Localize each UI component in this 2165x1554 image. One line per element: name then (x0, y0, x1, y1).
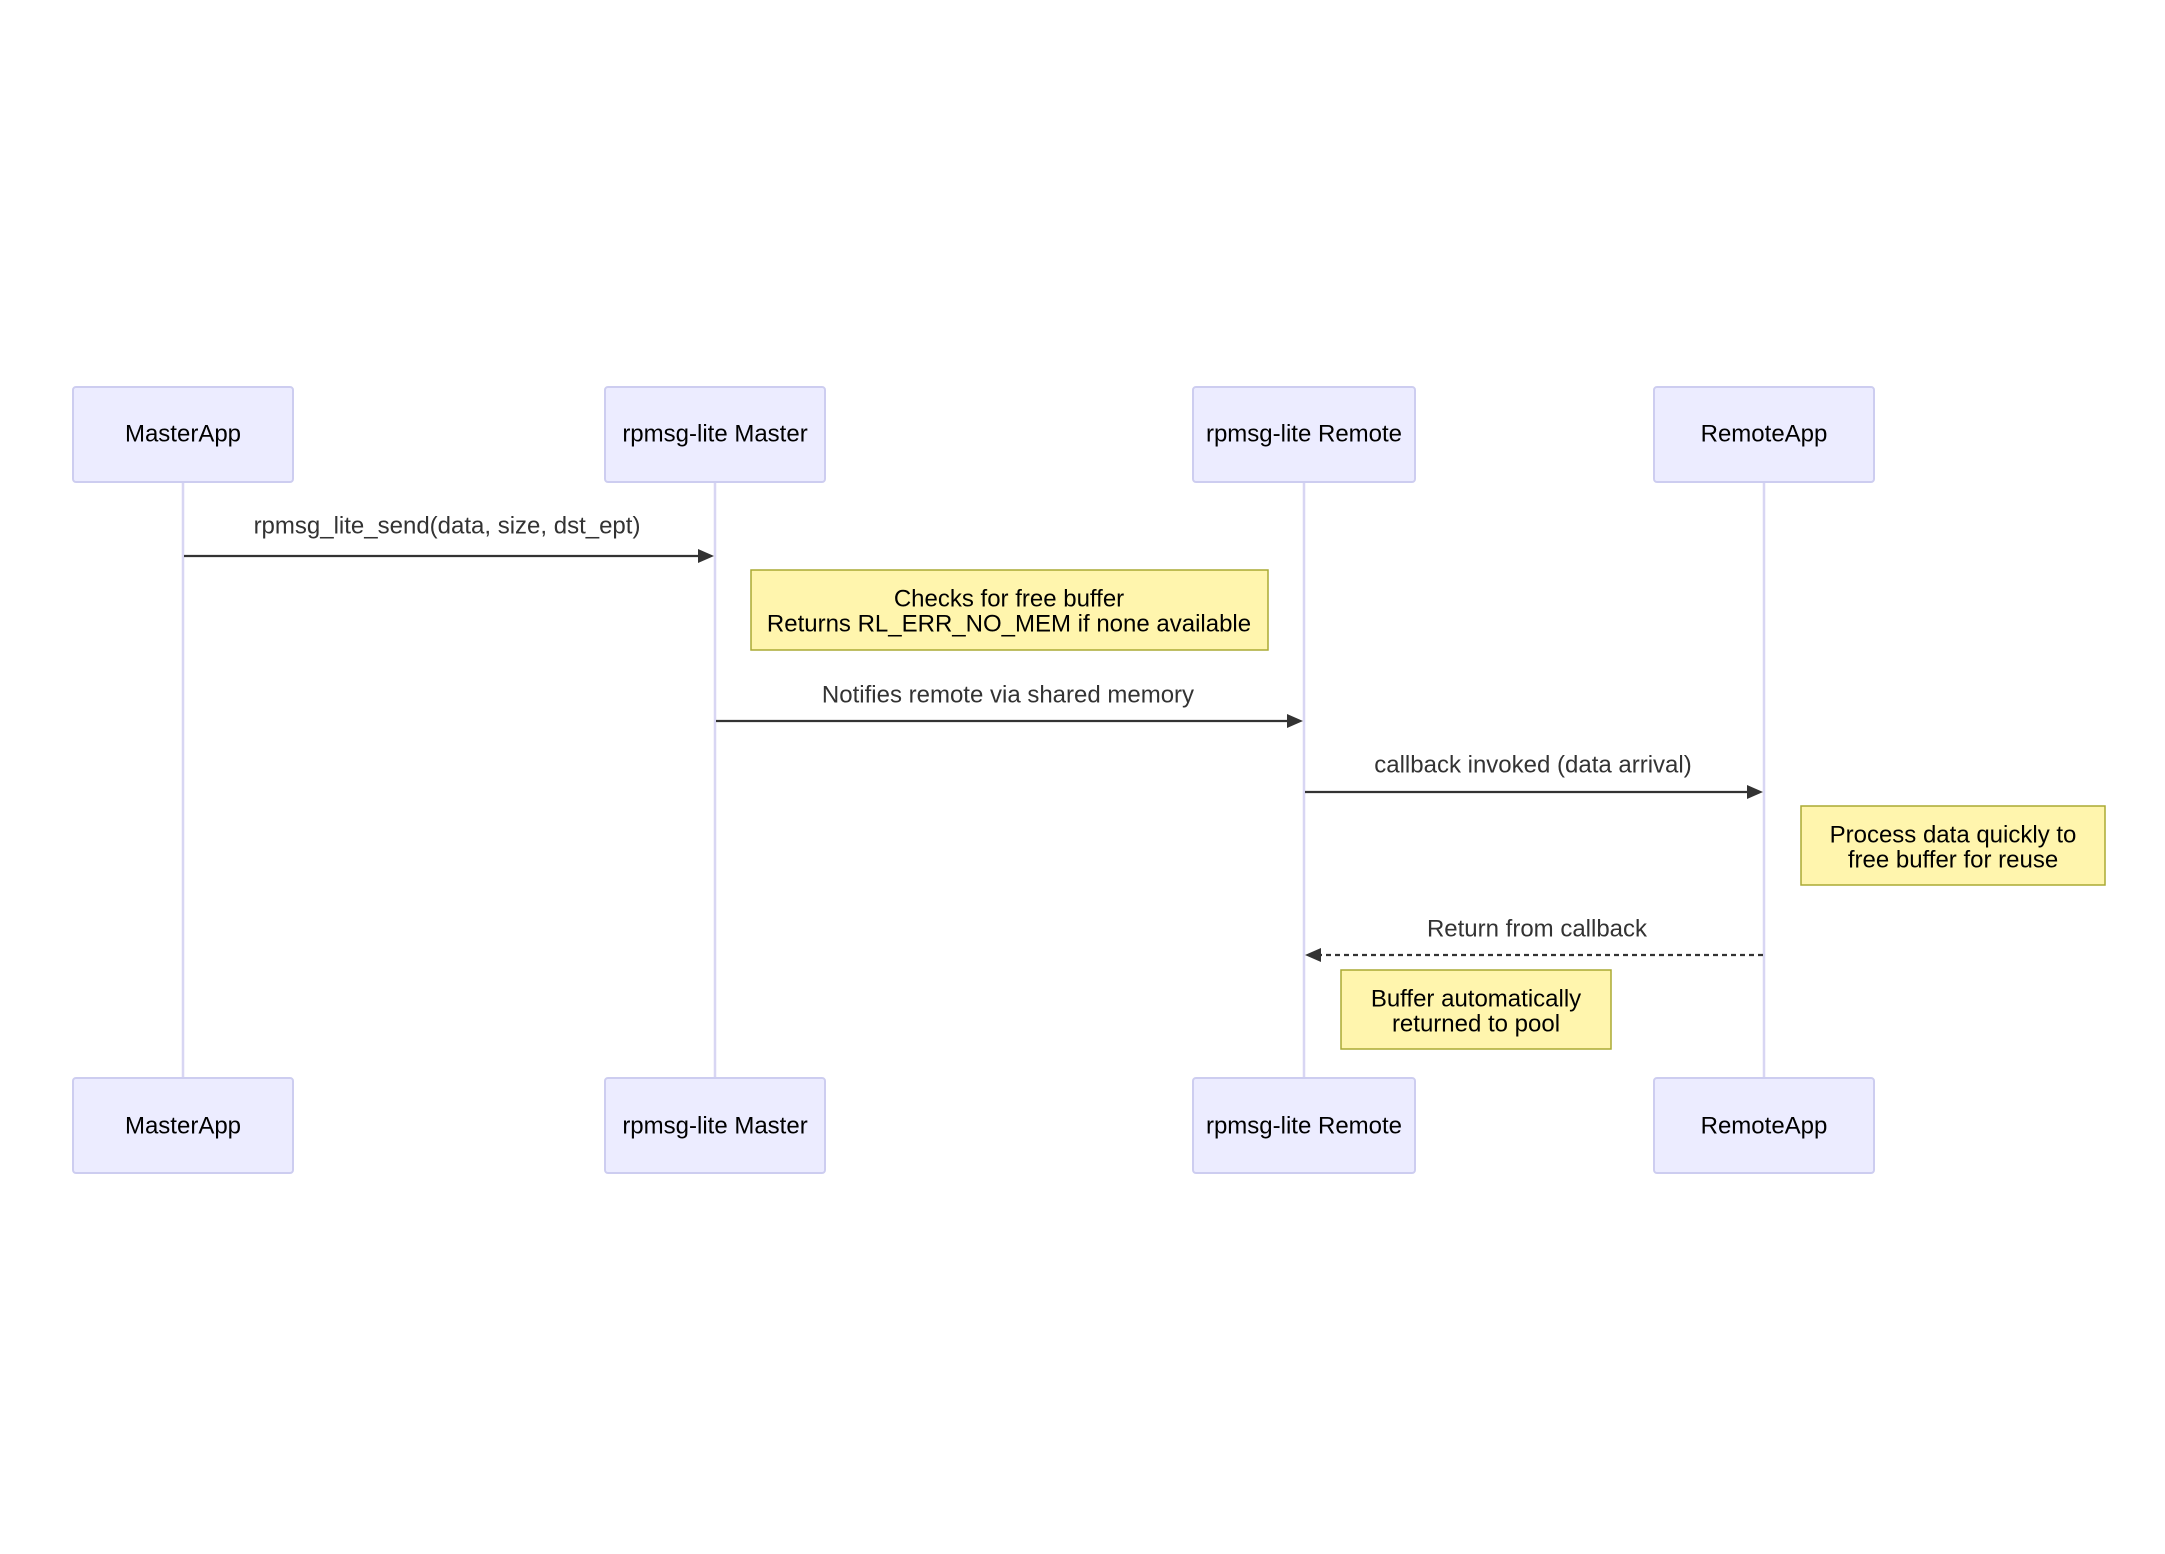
note-line: Returns RL_ERR_NO_MEM if none available (767, 611, 1251, 638)
note-line: free buffer for reuse (1848, 847, 2058, 874)
actor-label: rpmsg-lite Master (622, 1113, 807, 1140)
actor-top-remoteapp: RemoteApp (1653, 386, 1875, 483)
message-return-callback: Return from callback (1305, 916, 1763, 962)
note-line: Checks for free buffer (894, 586, 1124, 613)
actor-label: RemoteApp (1701, 421, 1828, 448)
note-line: Buffer automatically (1371, 986, 1581, 1013)
note-check-buffer: Checks for free buffer Returns RL_ERR_NO… (750, 569, 1269, 651)
actor-label: RemoteApp (1701, 1113, 1828, 1140)
message-label: Return from callback (1427, 916, 1648, 943)
arrowhead-icon (698, 549, 714, 563)
message-label: callback invoked (data arrival) (1374, 752, 1691, 779)
note-line: Process data quickly to (1830, 822, 2077, 849)
note-line: returned to pool (1392, 1011, 1560, 1038)
actor-label: rpmsg-lite Remote (1206, 1113, 1402, 1140)
arrowhead-icon (1305, 948, 1321, 962)
actor-bottom-remoteapp: RemoteApp (1653, 1077, 1875, 1174)
message-label: Notifies remote via shared memory (822, 682, 1194, 709)
actor-bottom-masterapp: MasterApp (72, 1077, 294, 1174)
note-buffer-returned: Buffer automatically returned to pool (1340, 969, 1612, 1050)
actor-top-rpmsg-remote: rpmsg-lite Remote (1192, 386, 1416, 483)
actor-top-rpmsg-master: rpmsg-lite Master (604, 386, 826, 483)
arrowhead-icon (1287, 714, 1303, 728)
actor-top-masterapp: MasterApp (72, 386, 294, 483)
note-process-quickly: Process data quickly to free buffer for … (1800, 805, 2106, 886)
actor-label: rpmsg-lite Master (622, 421, 807, 448)
actor-label: MasterApp (125, 421, 241, 448)
actor-bottom-rpmsg-master: rpmsg-lite Master (604, 1077, 826, 1174)
message-callback-invoked: callback invoked (data arrival) (1305, 752, 1763, 799)
actor-label: rpmsg-lite Remote (1206, 421, 1402, 448)
actor-label: MasterApp (125, 1113, 241, 1140)
message-notify-remote: Notifies remote via shared memory (716, 682, 1303, 728)
message-send: rpmsg_lite_send(data, size, dst_ept) (184, 513, 714, 563)
arrowhead-icon (1747, 785, 1763, 799)
actor-bottom-rpmsg-remote: rpmsg-lite Remote (1192, 1077, 1416, 1174)
message-label: rpmsg_lite_send(data, size, dst_ept) (254, 513, 641, 540)
